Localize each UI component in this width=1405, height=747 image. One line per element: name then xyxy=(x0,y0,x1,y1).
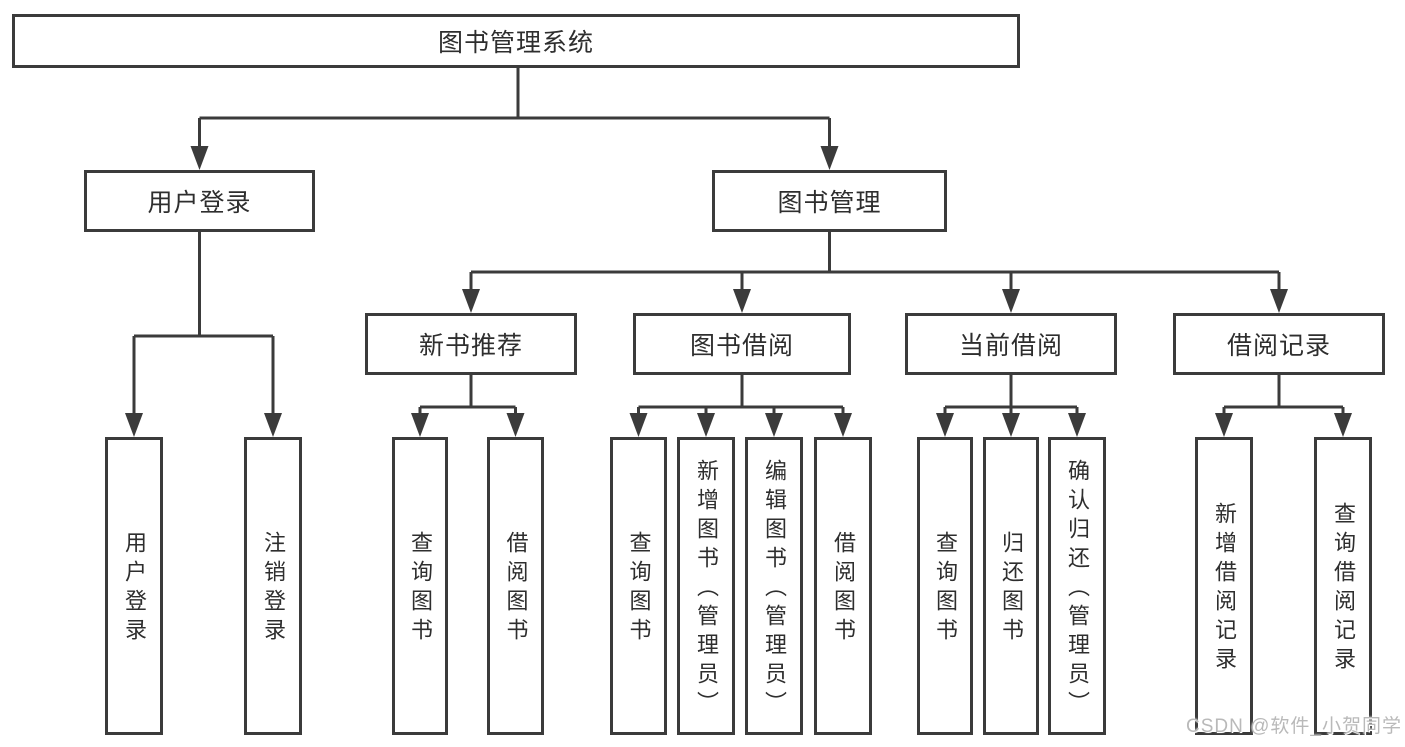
leaf-logout: 注销登录 xyxy=(244,437,302,735)
node-root-book-management-system: 图书管理系统 xyxy=(12,14,1020,68)
node-new-book-recommend: 新书推荐 xyxy=(365,313,577,375)
leaf-add-borrow-record: 新增借阅记录 xyxy=(1195,437,1253,735)
node-user-login: 用户登录 xyxy=(84,170,315,232)
node-current-borrow: 当前借阅 xyxy=(905,313,1117,375)
leaf-query-books-borrow: 查询图书 xyxy=(610,437,667,735)
leaf-confirm-return-admin: 确认归还（管理员） xyxy=(1048,437,1106,735)
leaf-query-borrow-record: 查询借阅记录 xyxy=(1314,437,1372,735)
leaf-borrow-books: 借阅图书 xyxy=(814,437,872,735)
node-book-management: 图书管理 xyxy=(712,170,947,232)
leaf-add-books-admin: 新增图书（管理员） xyxy=(677,437,735,735)
leaf-return-books: 归还图书 xyxy=(983,437,1039,735)
leaf-user-login: 用户登录 xyxy=(105,437,163,735)
csdn-watermark: CSDN @软件_小贺同学 xyxy=(1186,716,1402,737)
leaf-query-books-current: 查询图书 xyxy=(917,437,973,735)
leaf-edit-books-admin: 编辑图书（管理员） xyxy=(745,437,803,735)
node-book-borrow: 图书借阅 xyxy=(633,313,851,375)
leaf-borrow-books-recommend: 借阅图书 xyxy=(487,437,544,735)
leaf-query-books-recommend: 查询图书 xyxy=(392,437,448,735)
node-borrow-records: 借阅记录 xyxy=(1173,313,1385,375)
